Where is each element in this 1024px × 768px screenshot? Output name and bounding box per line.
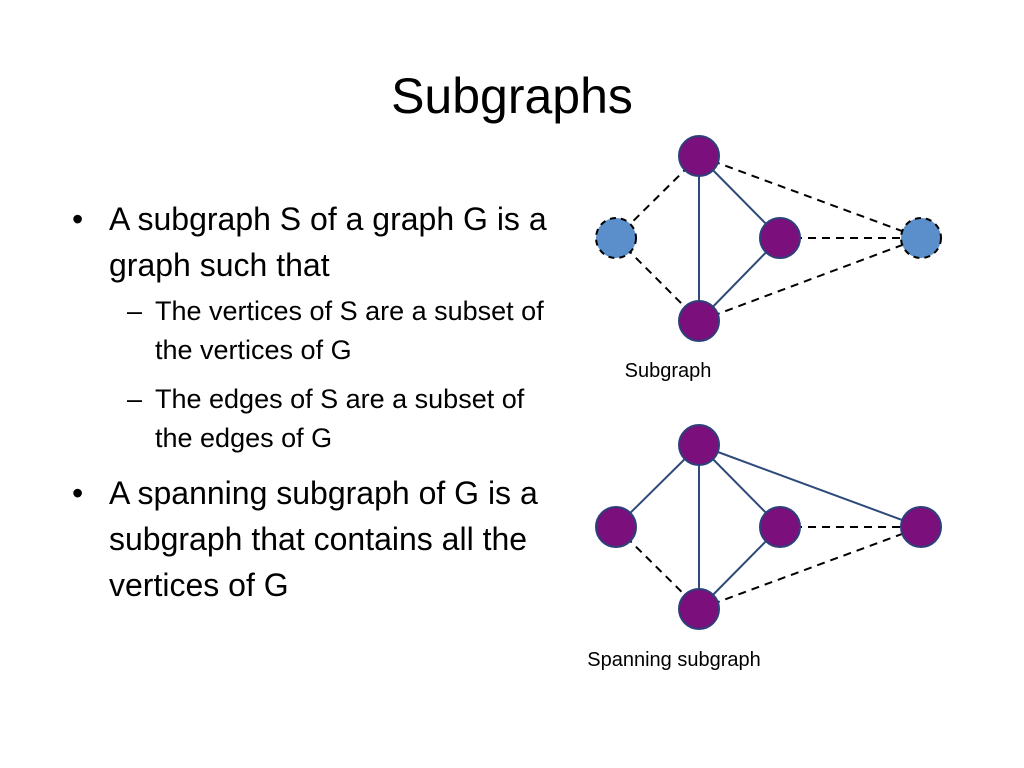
sub-bullet-item-edges: – The edges of S are a subset of the edg…	[119, 380, 562, 458]
subgraph-vertices	[595, 135, 942, 342]
dashed-edge	[698, 237, 922, 322]
subgraph-diagram: Subgraph	[595, 135, 942, 382]
sub-bullet-marker: –	[127, 384, 143, 414]
spanning-subgraph-diagram: Spanning subgraph	[587, 424, 942, 671]
subgraph-caption: Subgraph	[625, 360, 712, 382]
sub-bullet-text: The edges of S are a subset of the edges…	[155, 384, 525, 453]
bullet-marker: •	[72, 475, 84, 511]
excluded-vertex	[595, 217, 637, 259]
dashed-edge	[698, 526, 922, 610]
included-vertex	[678, 300, 720, 342]
solid-edge	[698, 444, 922, 528]
bullet-list: • A subgraph S of a graph G is a graph s…	[72, 196, 562, 608]
sub-bullet-list: – The vertices of S are a subset of the …	[109, 292, 562, 458]
spanning-vertices	[595, 424, 942, 630]
excluded-vertex	[900, 217, 942, 259]
dashed-edge	[698, 155, 922, 239]
sub-bullet-marker: –	[127, 296, 143, 326]
bullet-marker: •	[72, 201, 84, 237]
sub-bullet-item-vertices: – The vertices of S are a subset of the …	[119, 292, 562, 370]
bullet-text: A spanning subgraph of G is a subgraph t…	[109, 475, 538, 603]
slide-title: Subgraphs	[391, 68, 633, 124]
included-vertex	[678, 424, 720, 466]
bullet-item-subgraph: • A subgraph S of a graph G is a graph s…	[72, 196, 562, 458]
included-vertex	[900, 506, 942, 548]
bullet-item-spanning-subgraph: • A spanning subgraph of G is a subgraph…	[72, 470, 562, 608]
included-vertex	[759, 217, 801, 259]
included-vertex	[595, 506, 637, 548]
included-vertex	[759, 506, 801, 548]
included-vertex	[678, 588, 720, 630]
included-vertex	[678, 135, 720, 177]
bullet-text: A subgraph S of a graph G is a graph suc…	[109, 201, 547, 283]
spanning-subgraph-caption: Spanning subgraph	[587, 649, 760, 671]
sub-bullet-text: The vertices of S are a subset of the ve…	[155, 296, 544, 365]
